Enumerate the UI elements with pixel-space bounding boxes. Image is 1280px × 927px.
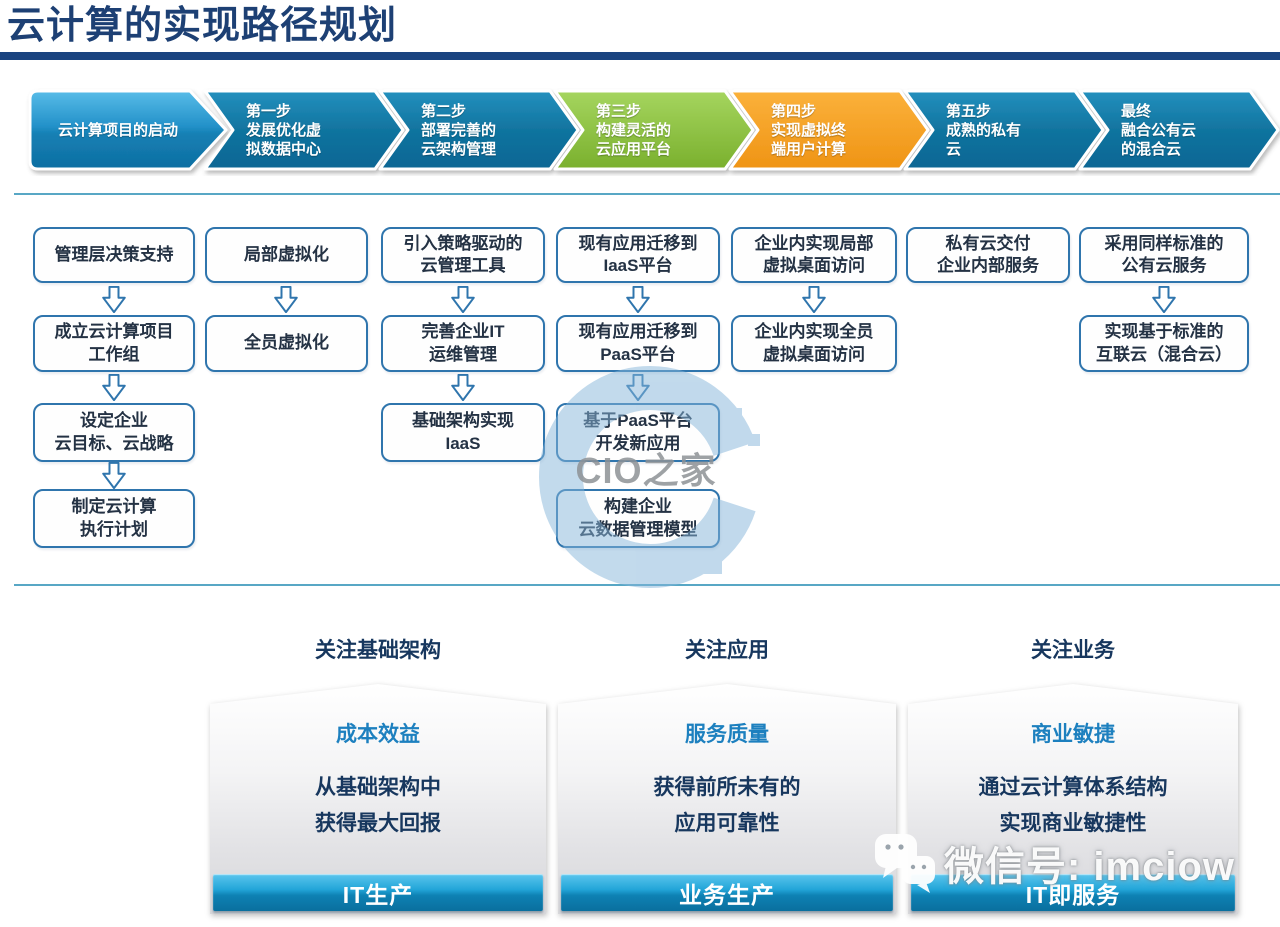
flow-box: 基于PaaS平台 开发新应用 [556,403,720,462]
down-arrow-icon [102,286,126,313]
flow-box: 基础架构实现 IaaS [381,403,545,462]
down-arrow-icon [1152,286,1176,313]
pillar-body-text: 从基础架构中 获得最大回报 [315,776,441,835]
pillar-title: 服务质量 [685,723,769,746]
down-arrow-icon [802,286,826,313]
title-divider [0,52,1280,60]
down-arrow-icon [102,462,126,489]
process-flow [28,89,1280,171]
flow-step-2-label: 第二步 部署完善的 云架构管理 [421,102,497,158]
down-arrow-icon [626,374,650,401]
flow-step-4-shape [728,89,930,171]
flow-step-6-label: 最终 融合公有云 的混合云 [1121,102,1197,158]
flow-step-1-shape [203,89,405,171]
flow-box: 设定企业 云目标、云战略 [33,403,195,462]
flow-box: 现有应用迁移到 PaaS平台 [556,315,720,372]
flow-box: 全员虚拟化 [205,315,368,372]
flow-box: 完善企业IT 运维管理 [381,315,545,372]
flow-step-0-shape [28,89,228,171]
pillar-header: 关注应用 [685,639,769,662]
flow-box: 采用同样标准的 公有云服务 [1079,227,1249,283]
down-arrow-icon [102,374,126,401]
flow-step-3-shape [553,89,755,171]
pillar-footer-bar: 业务生产 [561,874,893,911]
pillar-title: 商业敏捷 [1031,723,1115,746]
pillar-business: 商业敏捷 通过云计算体系结构 实现商业敏捷性 IT即服务 [908,684,1238,914]
flow-step-1-label: 第一步 发展优化虚 拟数据中心 [246,102,322,158]
flow-box: 现有应用迁移到 IaaS平台 [556,227,720,283]
flow-box: 引入策略驱动的 云管理工具 [381,227,545,283]
flow-box: 成立云计算项目 工作组 [33,315,195,372]
down-arrow-icon [274,286,298,313]
pillar-shape: 服务质量 获得前所未有的 应用可靠性 业务生产 [558,684,896,914]
flow-box: 管理层决策支持 [33,227,195,283]
pillar-footer-bar: IT即服务 [911,874,1235,911]
pillar-header: 关注基础架构 [315,639,441,662]
section-divider-top [14,193,1280,195]
flow-box: 私有云交付 企业内部服务 [906,227,1070,283]
flow-box: 构建企业 云数据管理模型 [556,489,720,548]
pillar-header: 关注业务 [1031,639,1115,662]
pillar-title: 成本效益 [336,723,420,746]
pillar-shape: 成本效益 从基础架构中 获得最大回报 IT生产 [210,684,546,914]
down-arrow-icon [451,374,475,401]
pillar-body-text: 获得前所未有的 应用可靠性 [653,776,801,835]
pillar-footer-bar: IT生产 [213,874,543,911]
pillar-infrastructure: 成本效益 从基础架构中 获得最大回报 IT生产 [210,684,546,914]
down-arrow-icon [626,286,650,313]
flow-box: 制定云计算 执行计划 [33,489,195,548]
section-divider-bottom [14,584,1280,586]
flow-step-0-label: 云计算项目的启动 [57,121,178,139]
pillar-shape: 商业敏捷 通过云计算体系结构 实现商业敏捷性 IT即服务 [908,684,1238,914]
flow-step-3-label: 第三步 构建灵活的 云应用平台 [596,102,672,158]
flow-box: 企业内实现局部 虚拟桌面访问 [731,227,897,283]
flow-step-4-label: 第四步 实现虚拟终 端用户计算 [771,102,847,158]
flow-box: 实现基于标准的 互联云（混合云） [1079,315,1249,372]
flow-step-5-label: 第五步 成熟的私有 云 [946,102,1022,158]
flow-box: 局部虚拟化 [205,227,368,283]
page-title: 云计算的实现路径规划 [7,5,398,47]
flow-box: 企业内实现全员 虚拟桌面访问 [731,315,897,372]
flow-step-6-shape [1078,89,1280,171]
down-arrow-icon [451,286,475,313]
flow-step-5-shape [903,89,1105,171]
pillar-application: 服务质量 获得前所未有的 应用可靠性 业务生产 [558,684,896,914]
pillar-body-text: 通过云计算体系结构 实现商业敏捷性 [978,776,1168,835]
flow-step-2-shape [378,89,580,171]
